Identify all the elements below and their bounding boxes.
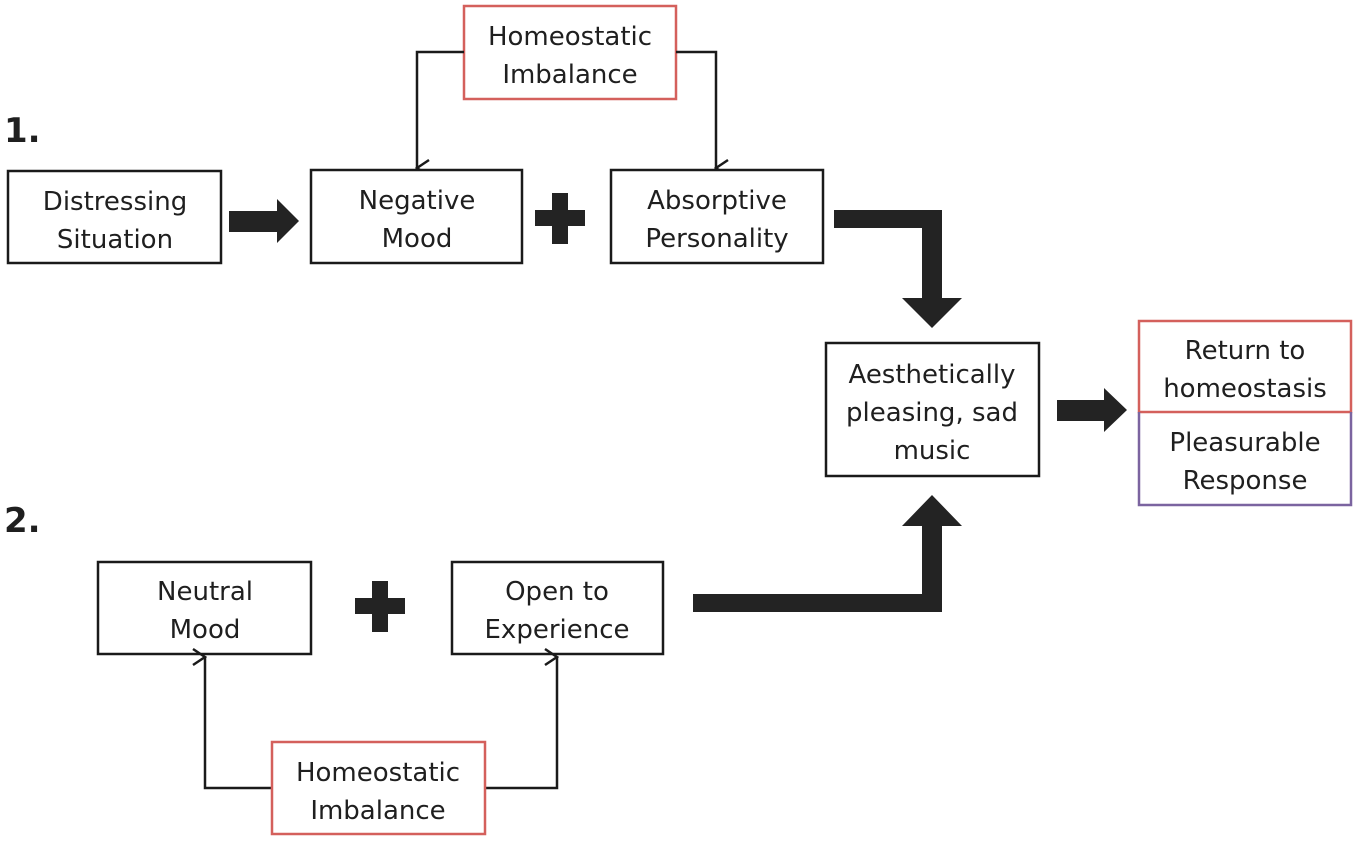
open-to-experience-line1: Open to: [505, 577, 609, 607]
homeostatic-imbalance-top-line2: Imbalance: [502, 60, 637, 90]
imbalance-to-absorptive-arrow: [676, 50, 716, 168]
distressing-situation-box: [6, 169, 223, 265]
plus-icon-2: [355, 581, 405, 632]
homeostatic-imbalance-top-line1: Homeostatic: [488, 22, 652, 52]
absorptive-personality-box: [609, 168, 825, 265]
imbalance-to-neutral-mood-arrow: [205, 657, 272, 790]
neutral-mood-line1: Neutral: [157, 577, 253, 607]
pathway-1-label: 1.: [4, 111, 41, 151]
absorptive-to-music-arrow: [834, 210, 962, 328]
distressing-to-mood-arrow: [229, 199, 299, 243]
distressing-situation-line1: Distressing: [43, 187, 187, 217]
negative-mood-line1: Negative: [359, 186, 476, 216]
pleasurable-response-box: [1137, 412, 1353, 507]
negative-mood-box: [309, 168, 524, 265]
music-to-outcome-arrow: [1057, 388, 1127, 432]
sad-music-line2: pleasing, sad: [846, 398, 1018, 428]
homeostatic-imbalance-bottom-line2: Imbalance: [310, 796, 445, 826]
distressing-situation-line2: Situation: [57, 225, 173, 255]
neutral-mood-line2: Mood: [170, 615, 241, 645]
homeostatic-imbalance-box-bottom: [270, 740, 487, 836]
pathway-2-label: 2.: [4, 501, 41, 541]
pleasurable-response-line2: Response: [1183, 466, 1308, 496]
absorptive-personality-line2: Personality: [645, 224, 788, 254]
open-to-experience-line2: Experience: [485, 615, 630, 645]
sad-music-line3: music: [894, 436, 971, 466]
homeostatic-imbalance-bottom-line1: Homeostatic: [296, 758, 460, 788]
return-homeostasis-line2: homeostasis: [1163, 374, 1327, 404]
imbalance-to-open-arrow: [485, 657, 557, 790]
sad-music-line1: Aesthetically: [848, 360, 1015, 390]
open-to-music-arrow: [693, 495, 962, 612]
plus-icon-1: [535, 193, 585, 244]
sad-music-box: [824, 341, 1041, 478]
pleasurable-response-line1: Pleasurable: [1169, 428, 1320, 458]
absorptive-personality-line1: Absorptive: [647, 186, 787, 216]
neutral-mood-box: [96, 560, 313, 656]
imbalance-to-negative-mood-arrow: [417, 50, 464, 168]
return-homeostasis-line1: Return to: [1185, 336, 1306, 366]
return-homeostasis-box: [1137, 319, 1353, 414]
homeostatic-imbalance-box-top: [462, 4, 678, 101]
negative-mood-line2: Mood: [382, 224, 453, 254]
